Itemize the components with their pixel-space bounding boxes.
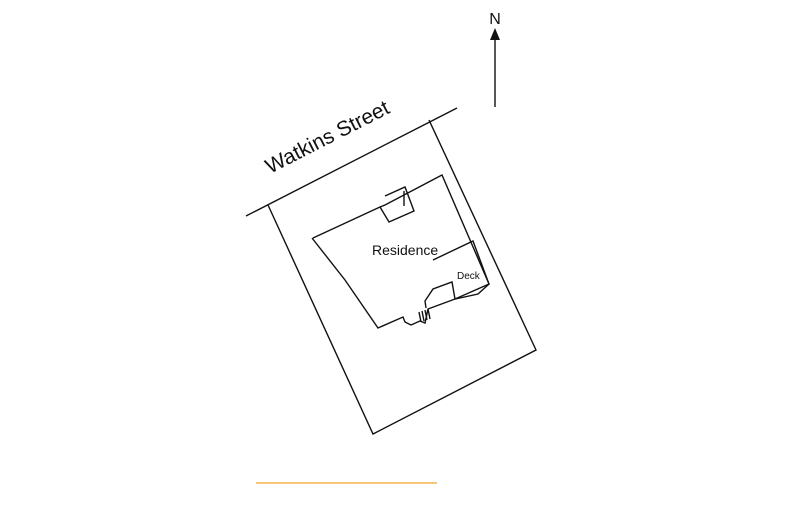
street-name: Watkins Street bbox=[262, 96, 394, 178]
north-arrow: N bbox=[489, 11, 501, 107]
residence-porch bbox=[379, 186, 415, 223]
step-line bbox=[421, 310, 425, 322]
deck-outline bbox=[424, 240, 490, 309]
street-frontage-line bbox=[245, 107, 458, 217]
north-label: N bbox=[489, 11, 501, 28]
residence-label: Residence bbox=[372, 242, 438, 258]
step-line bbox=[418, 311, 422, 323]
property-boundary bbox=[267, 119, 537, 435]
step-line bbox=[424, 309, 428, 321]
deck-label: Deck bbox=[457, 271, 481, 282]
north-arrow-head bbox=[490, 28, 500, 40]
steps bbox=[418, 308, 431, 323]
step-line bbox=[427, 308, 431, 320]
